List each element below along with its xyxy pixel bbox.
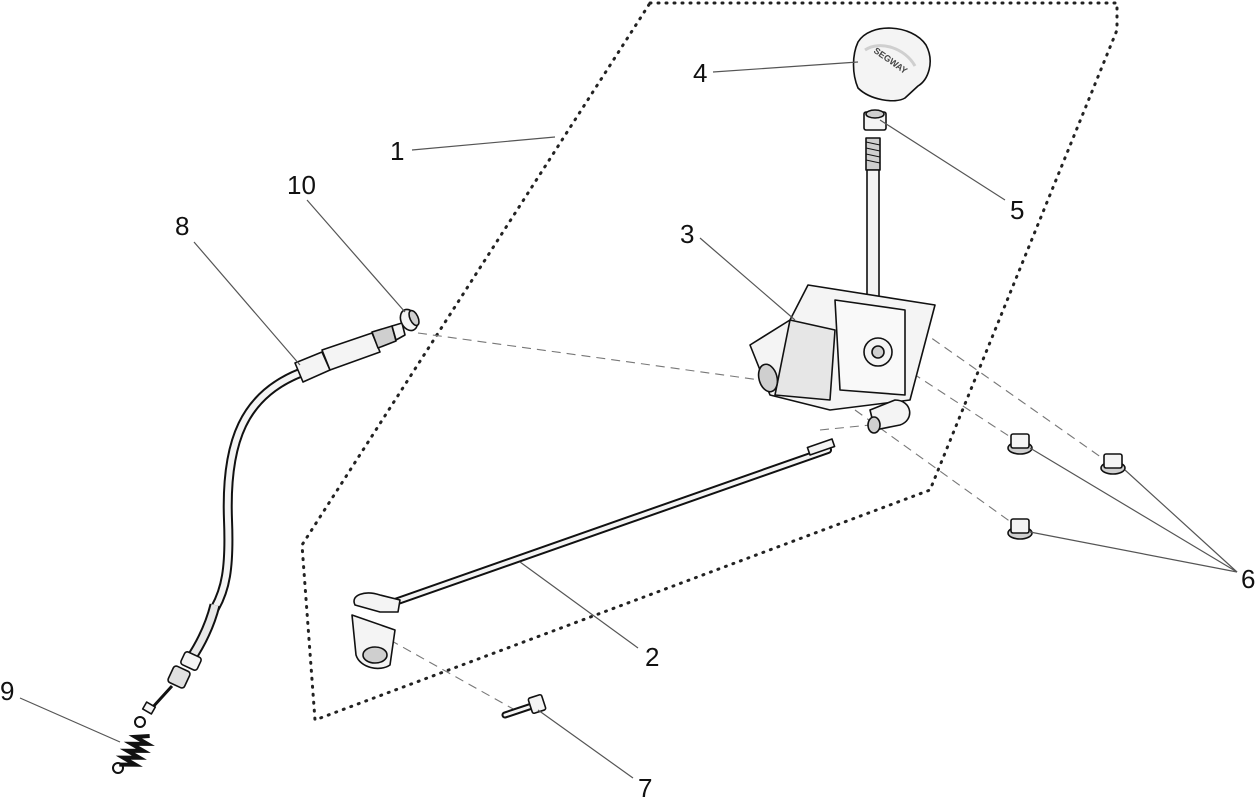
flange-nut: [1100, 453, 1126, 475]
callout-3: 3: [680, 219, 694, 249]
callout-6: 6: [1241, 564, 1255, 594]
callout-10: 10: [287, 170, 316, 200]
callout-4: 4: [693, 58, 707, 88]
return-spring: [112, 716, 155, 774]
callout-8: 8: [175, 211, 189, 241]
flange-nut: [1007, 433, 1033, 455]
shift-rod: [351, 438, 836, 670]
callout-5: 5: [1010, 195, 1024, 225]
shifter-assembly: [749, 137, 936, 434]
callout-1: 1: [390, 136, 404, 166]
cable-end-cap: [399, 308, 420, 332]
callout-2: 2: [645, 642, 659, 672]
flange-nuts: [1007, 433, 1126, 540]
shift-knob: SEGWAY: [852, 27, 931, 102]
shift-cable: [141, 322, 406, 715]
callout-7: 7: [638, 773, 652, 800]
callout-labels: 1 2 3 4 5 6 7 8 9 10: [0, 58, 1255, 800]
callout-9: 9: [0, 676, 14, 706]
leader-lines: [19, 61, 1238, 779]
flange-nut: [1007, 518, 1033, 540]
knob-nut: [863, 109, 887, 131]
assembly-dash-lines: [389, 329, 1106, 711]
assembly-boundary: [300, 1, 1119, 723]
